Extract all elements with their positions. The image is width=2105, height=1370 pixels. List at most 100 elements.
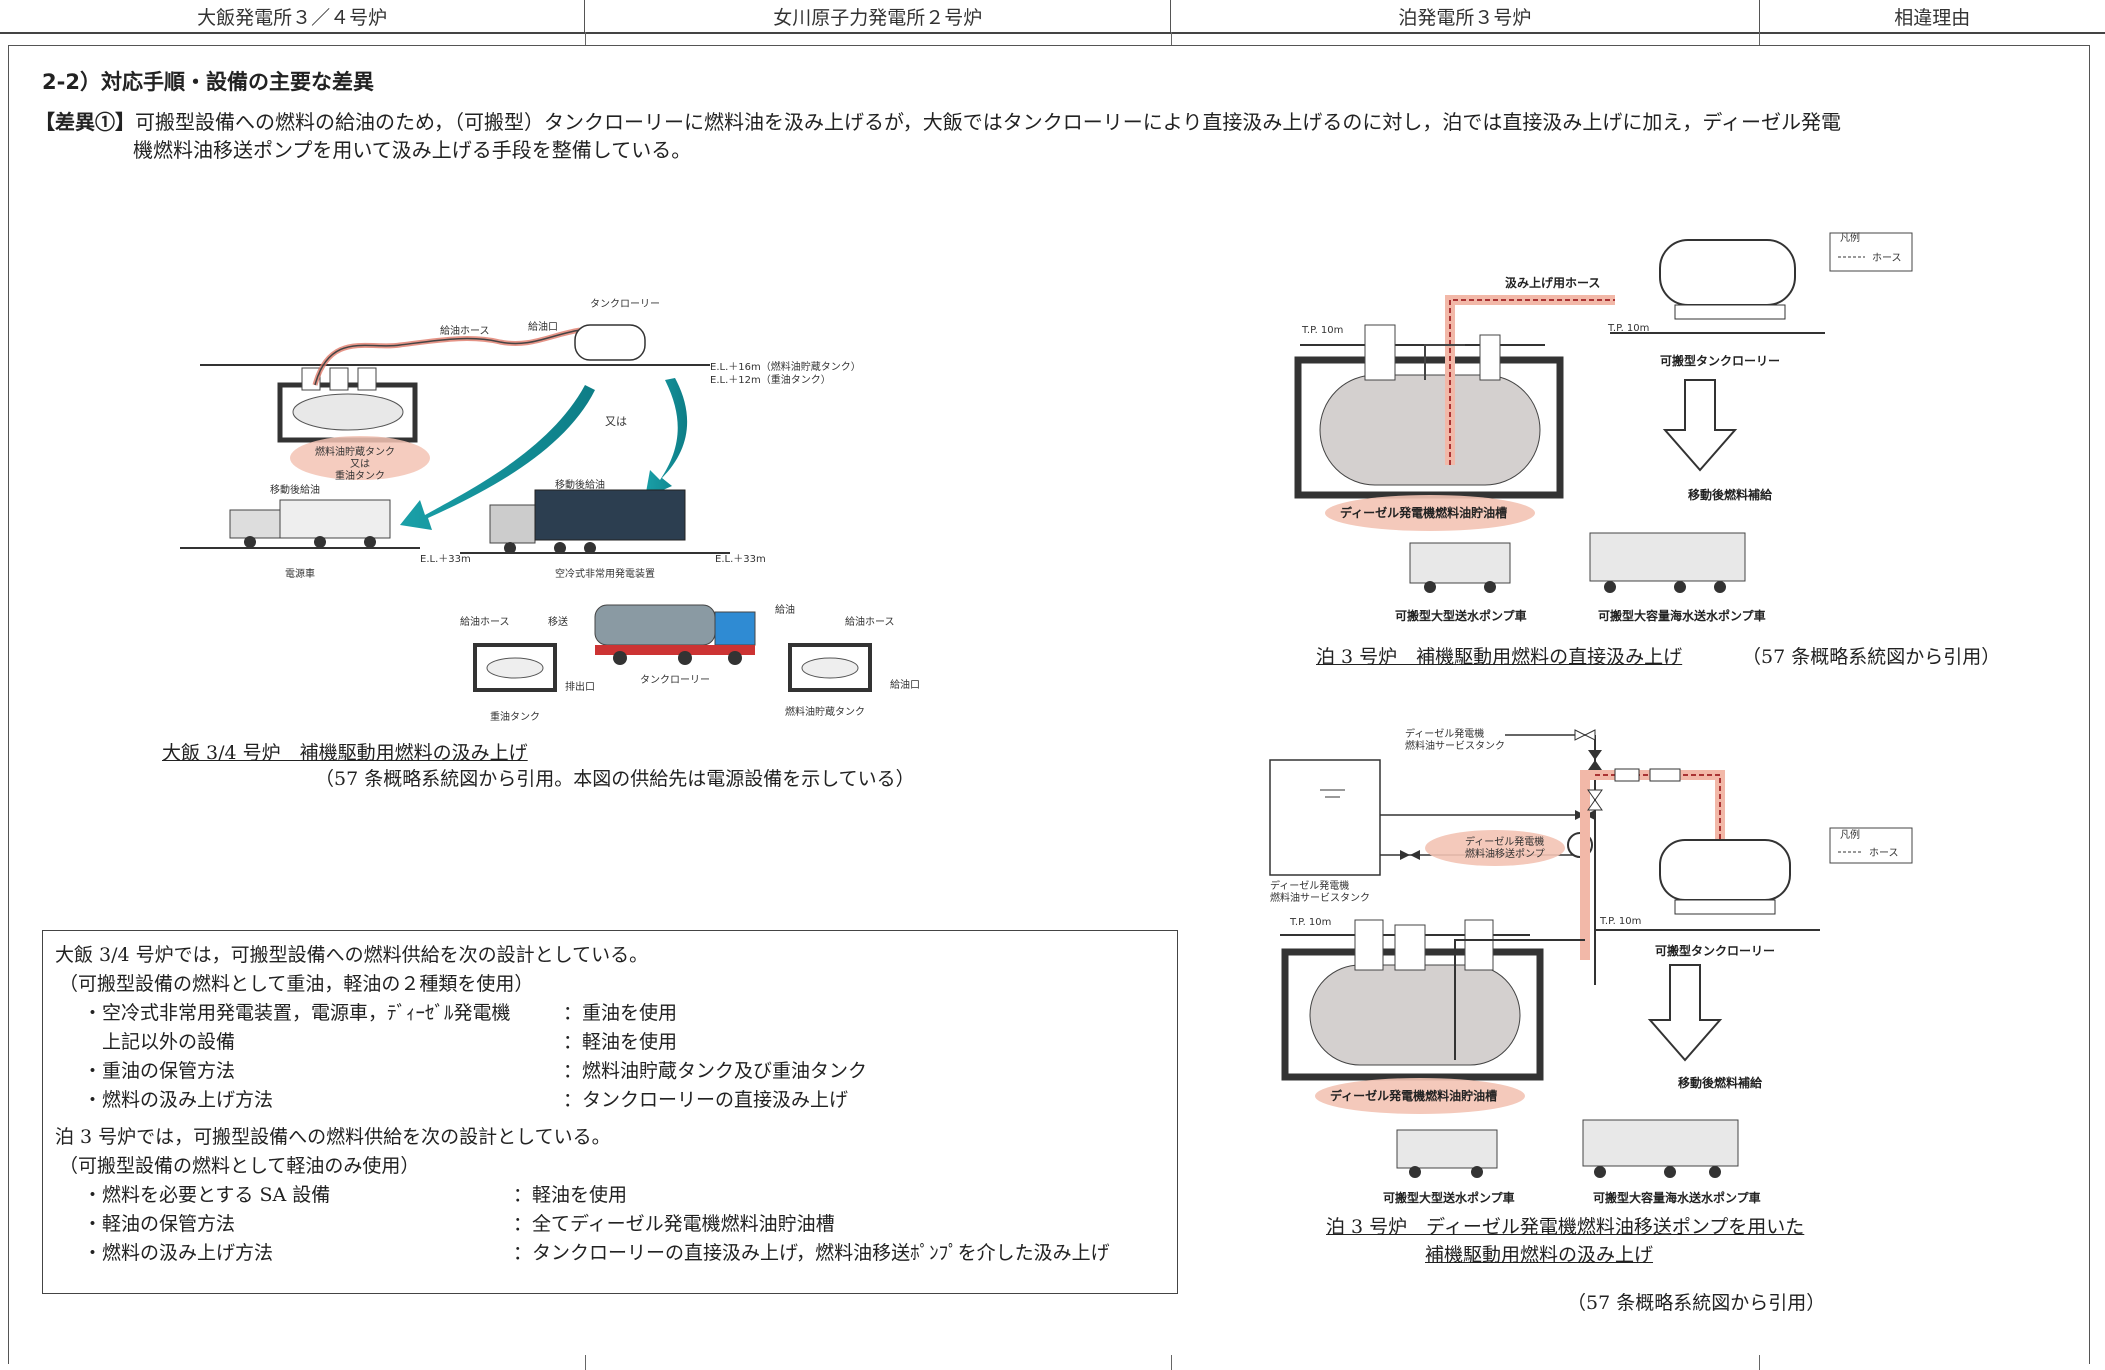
difference-label: 【差異①】 — [35, 110, 135, 134]
tomari-fig2-caption1: 泊 3 号炉 ディーゼル発電機燃料油移送ポンプを用いた — [1326, 1216, 1805, 1238]
svg-text:給油口: 給油口 — [890, 678, 920, 691]
svg-text:可搬型大容量海水送水ポンプ車: 可搬型大容量海水送水ポンプ車 — [1598, 608, 1766, 623]
lorry-top-2 — [1659, 839, 1791, 901]
divider — [1171, 32, 1172, 45]
summary-row: ・燃料を必要とする SA 設備：軽油を使用 — [83, 1184, 628, 1206]
difference-line2: 機燃料油移送ポンプを用いて汲み上げる手段を整備している。 — [133, 138, 692, 162]
svg-text:T.P. 10m: T.P. 10m — [1289, 917, 1331, 928]
svg-text:T.P. 10m: T.P. 10m — [1301, 325, 1343, 336]
tomari-pump-diagram: ディーゼル発電機 燃料油サービスタンク ディーゼル発電機 燃料油サービスタンク … — [1269, 727, 1913, 1205]
svg-text:可搬型タンクローリー: 可搬型タンクローリー — [1660, 353, 1780, 368]
service-tank — [1269, 759, 1381, 876]
svg-text:給油ホース: 給油ホース — [440, 324, 490, 337]
difference-line1: 可搬型設備への燃料の給油のため，（可搬型）タンクローリーに燃料油を汲み上げるが，… — [135, 110, 1841, 134]
svg-text:燃料油サービスタンク: 燃料油サービスタンク — [1405, 739, 1505, 752]
summary-sub-tomari: （可搬型設備の燃料として軽油のみ使用） — [59, 1155, 420, 1177]
svg-text:又は: 又は — [605, 415, 627, 428]
tomari-fig2-source: （57 条概略系統図から引用） — [1567, 1292, 1826, 1314]
svg-text:T.P. 10m: T.P. 10m — [1599, 916, 1641, 927]
svg-text:E.L.＋33m: E.L.＋33m — [420, 554, 471, 565]
svg-text:移動後給油: 移動後給油 — [270, 483, 320, 496]
ohi-caption: 大飯 3/4 号炉 補機駆動用燃料の汲み上げ — [162, 742, 528, 764]
arrow-right — [645, 378, 688, 498]
svg-text:燃料油貯蔵タンク: 燃料油貯蔵タンク — [785, 705, 865, 718]
svg-text:移送: 移送 — [548, 615, 568, 628]
svg-text:ディーゼル発電機燃料油貯油槽: ディーゼル発電機燃料油貯油槽 — [1330, 1088, 1497, 1103]
summary-sub-ohi: （可搬型設備の燃料として重油，軽油の２種類を使用） — [59, 973, 534, 995]
svg-text:燃料油貯蔵タンク: 燃料油貯蔵タンク — [315, 445, 395, 458]
svg-text:ディーゼル発電機: ディーゼル発電機 — [1465, 835, 1544, 848]
down-arrow — [1662, 379, 1738, 472]
svg-text:重油タンク: 重油タンク — [335, 469, 385, 482]
svg-text:タンクローリー: タンクローリー — [590, 298, 660, 310]
svg-text:可搬型タンクローリー: 可搬型タンクローリー — [1655, 943, 1775, 958]
divider — [585, 32, 586, 45]
svg-text:給油: 給油 — [775, 603, 795, 616]
svg-text:可搬型大型送水ポンプ車: 可搬型大型送水ポンプ車 — [1395, 608, 1527, 623]
svg-text:燃料油移送ポンプ: 燃料油移送ポンプ — [1465, 847, 1545, 860]
svg-text:E.L.＋16m（燃料油貯蔵タンク）: E.L.＋16m（燃料油貯蔵タンク） — [710, 360, 861, 373]
summary-row: ・空冷式非常用発電装置，電源車，ﾃﾞｨｰｾﾞﾙ発電機：重油を使用 — [83, 1002, 678, 1024]
svg-text:移動後給油: 移動後給油 — [555, 478, 605, 491]
svg-text:ホース: ホース — [1869, 847, 1899, 859]
tank-lorry-top — [574, 324, 646, 361]
summary-row: 上記以外の設備：軽油を使用 — [83, 1031, 678, 1053]
tomari-direct-diagram: 凡例 ホース T.P. 10m 汲み上げ用ホース T.P. 10m 可搬型タンク… — [1294, 231, 1913, 623]
summary-row: ・軽油の保管方法：全てディーゼル発電機燃料油貯油槽 — [83, 1213, 835, 1235]
divider — [1171, 1355, 1172, 1370]
summary-intro-ohi: 大飯 3/4 号炉では，可搬型設備への燃料供給を次の設計としている。 — [55, 944, 649, 966]
ohi-fuel-diagram: 燃料油貯蔵タンク 又は 重油タンク 給油ホース タンクローリー 給油口 E.L.… — [180, 298, 920, 723]
section-title: 2-2）対応手順・設備の主要な差異 — [42, 70, 374, 94]
svg-text:給油ホース: 給油ホース — [460, 615, 510, 628]
svg-text:可搬型大容量海水送水ポンプ車: 可搬型大容量海水送水ポンプ車 — [1593, 1190, 1761, 1205]
svg-text:T.P. 10m: T.P. 10m — [1607, 323, 1649, 334]
svg-text:又は: 又は — [350, 458, 370, 470]
design-summary-box: 大飯 3/4 号炉では，可搬型設備への燃料供給を次の設計としている。 （可搬型設… — [42, 930, 1178, 1294]
header-reason: 相違理由 — [1894, 6, 1971, 29]
svg-text:ディーゼル発電機: ディーゼル発電機 — [1405, 727, 1484, 740]
svg-text:E.L.＋12m（重油タンク）: E.L.＋12m（重油タンク） — [710, 373, 831, 386]
summary-row: ・燃料の汲み上げ方法：タンクローリーの直接汲み上げ — [83, 1089, 849, 1111]
svg-text:空冷式非常用発電装置: 空冷式非常用発電装置 — [555, 567, 655, 580]
svg-text:ディーゼル発電機燃料油貯油槽: ディーゼル発電機燃料油貯油槽 — [1340, 505, 1507, 520]
svg-text:E.L.＋33m: E.L.＋33m — [715, 554, 766, 565]
divider — [585, 1355, 586, 1370]
header-ohi: 大飯発電所３／４号炉 — [0, 0, 586, 32]
svg-text:電源車: 電源車 — [285, 567, 315, 580]
svg-text:タンクローリー: タンクローリー — [640, 674, 710, 686]
tomari-fig1-source: （57 条概略系統図から引用） — [1742, 646, 2001, 668]
svg-text:汲み上げ用ホース: 汲み上げ用ホース — [1505, 275, 1600, 290]
divider — [1759, 32, 1760, 45]
lorry-top — [1659, 239, 1796, 306]
svg-text:燃料油サービスタンク: 燃料油サービスタンク — [1270, 891, 1370, 904]
tomari-fig1-caption: 泊 3 号炉 補機駆動用燃料の直接汲み上げ — [1316, 646, 1683, 668]
supply-hose — [312, 327, 581, 386]
down-arrow-2 — [1647, 964, 1723, 1062]
lower-lorry-tank — [594, 604, 716, 646]
header-onagawa: 女川原子力発電所２号炉 — [585, 0, 1172, 32]
storage-tank-highlight — [290, 436, 430, 480]
content-frame — [8, 45, 2090, 1364]
svg-text:給油ホース: 給油ホース — [845, 615, 895, 628]
summary-row: ・燃料の汲み上げ方法：タンクローリーの直接汲み上げ，燃料油移送ﾎﾟﾝﾌﾟを介した… — [83, 1242, 1110, 1264]
storage-tank-2 — [1309, 964, 1521, 1066]
svg-text:重油タンク: 重油タンク — [490, 710, 540, 723]
arrow-left — [400, 385, 595, 530]
svg-text:給油口: 給油口 — [528, 320, 558, 333]
svg-text:凡例: 凡例 — [1840, 828, 1860, 841]
svg-text:排出口: 排出口 — [565, 680, 595, 693]
svg-text:ディーゼル発電機: ディーゼル発電機 — [1270, 879, 1349, 892]
comparison-header: 大飯発電所３／４号炉 女川原子力発電所２号炉 泊発電所３号炉 相違理由 — [0, 0, 2105, 34]
svg-text:移動後燃料補給: 移動後燃料補給 — [1678, 1075, 1763, 1090]
svg-text:移動後燃料補給: 移動後燃料補給 — [1688, 487, 1773, 502]
difference-paragraph: 【差異①】可搬型設備への燃料の給油のため，（可搬型）タンクローリーに燃料油を汲み… — [35, 108, 2085, 164]
svg-text:ホース: ホース — [1872, 252, 1902, 264]
tomari-fig2-caption2: 補機駆動用燃料の汲み上げ — [1425, 1244, 1654, 1266]
divider — [1759, 1355, 1760, 1370]
svg-text:可搬型大型送水ポンプ車: 可搬型大型送水ポンプ車 — [1383, 1190, 1515, 1205]
summary-row: ・重油の保管方法：燃料油貯蔵タンク及び重油タンク — [83, 1060, 868, 1082]
ohi-subcaption: （57 条概略系統図から引用。本図の供給先は電源設備を示している） — [315, 768, 915, 790]
storage-tank — [1319, 374, 1541, 486]
svg-text:凡例: 凡例 — [1840, 231, 1860, 244]
summary-intro-tomari: 泊 3 号炉では，可搬型設備への燃料供給を次の設計としている。 — [55, 1126, 611, 1148]
